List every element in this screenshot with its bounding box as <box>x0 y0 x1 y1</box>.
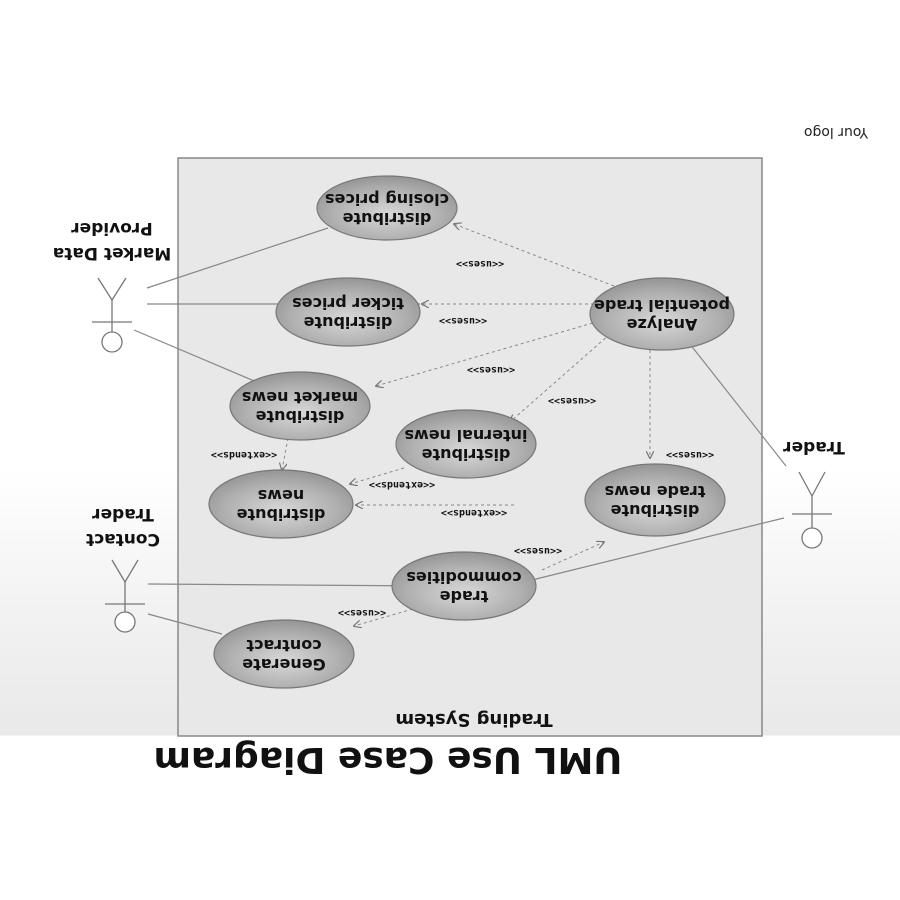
actor-ct-line2: Trader <box>92 504 154 524</box>
svg-text:Generate: Generate <box>242 655 326 674</box>
actor-contact-trader[interactable] <box>105 559 145 633</box>
dep-analyze-market <box>376 317 611 386</box>
svg-text:trade: trade <box>440 587 489 606</box>
use-case-news[interactable]: distribute news <box>208 469 354 539</box>
use-case-generate-contract[interactable]: Generate contract <box>213 619 355 689</box>
svg-text:news: news <box>258 486 305 505</box>
svg-text:distribute: distribute <box>303 313 392 332</box>
actor-mdp-line2: Provider <box>71 218 153 238</box>
rel-uses-market: <<uses>> <box>467 364 515 375</box>
assoc-trader-trade <box>531 517 785 581</box>
use-case-internal-news[interactable]: distribute internal news <box>395 409 537 479</box>
dep-analyze-internal <box>510 333 611 422</box>
svg-text:ticker prices: ticker prices <box>292 294 404 313</box>
diagram-title: UML Use Case Diagram <box>153 739 622 780</box>
use-case-ticker-prices[interactable]: distribute ticker prices <box>275 277 421 347</box>
rel-extends-market: <<extends>> <box>211 449 277 460</box>
svg-text:distribute: distribute <box>236 505 325 524</box>
use-case-trade-commodities[interactable]: trade commodities <box>391 551 537 621</box>
rel-uses-closing: <<uses>> <box>456 258 504 269</box>
rel-extends-trade-news: <<extends>> <box>441 507 507 518</box>
dep-trade-uses-trade-news <box>541 542 604 571</box>
logo-text: Your logo <box>804 124 869 140</box>
svg-text:market news: market news <box>242 388 358 407</box>
system-name: Trading System <box>395 709 552 730</box>
rel-extends-internal: <<extends>> <box>369 479 435 490</box>
assoc-ct-trade <box>147 583 433 587</box>
rel-uses-trade-news-2: <<uses>> <box>514 545 562 556</box>
svg-text:contract: contract <box>246 636 322 655</box>
svg-text:potential trade: potential trade <box>594 296 730 315</box>
actor-mdp-line1: Market Data <box>53 243 171 263</box>
svg-text:closing prices: closing prices <box>325 190 449 209</box>
dep-analyze-closing <box>454 224 615 287</box>
svg-text:distribute: distribute <box>342 209 431 228</box>
assoc-mdp-closing <box>146 227 329 289</box>
svg-text:distribute: distribute <box>610 501 699 520</box>
svg-text:trade news: trade news <box>605 482 706 501</box>
actor-trader[interactable] <box>792 471 832 549</box>
rel-uses-internal: <<uses>> <box>548 395 596 406</box>
use-case-market-news[interactable]: distribute market news <box>229 371 371 441</box>
use-case-analyze[interactable]: Analyze potential trade <box>589 277 735 351</box>
assoc-mdp-market <box>133 329 267 387</box>
actor-trader-label: Trader <box>783 437 845 457</box>
actor-ct-line1: Contact <box>86 529 160 549</box>
svg-text:internal news: internal news <box>404 426 527 445</box>
use-case-closing-prices[interactable]: distribute closing prices <box>316 175 458 241</box>
use-case-trade-news[interactable]: distribute trade news <box>584 463 726 537</box>
rel-uses-generate: <<uses>> <box>338 607 386 618</box>
assoc-trader-analyze <box>681 333 787 467</box>
rel-uses-trade-news: <<uses>> <box>666 449 714 460</box>
svg-text:Analyze: Analyze <box>627 315 698 334</box>
svg-text:commodities: commodities <box>406 568 521 587</box>
assoc-ct-generate <box>147 613 223 635</box>
rel-uses-ticker: <<uses>> <box>439 315 487 326</box>
svg-text:distribute: distribute <box>255 407 344 426</box>
actor-market-data-provider[interactable] <box>92 277 132 353</box>
svg-text:distribute: distribute <box>421 445 510 464</box>
